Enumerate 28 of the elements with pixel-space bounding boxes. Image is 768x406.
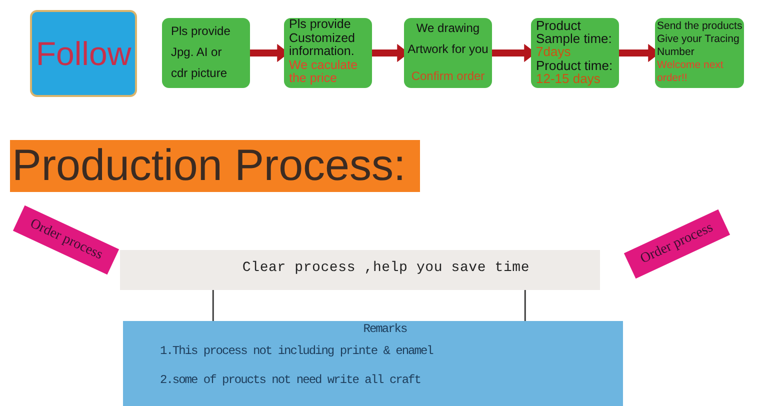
connector-line	[212, 290, 214, 321]
caption-text: Clear process ,help you save time	[241, 259, 531, 277]
step-text: We drawing Artwork for you	[406, 20, 490, 58]
step-note: Confirm order	[410, 68, 486, 85]
connector-line	[524, 290, 526, 321]
step-text: Send the products Give your Tracing Number	[657, 20, 743, 59]
step-note: Welcome next order!!	[657, 59, 724, 85]
step-box	[284, 18, 372, 88]
step-box	[162, 18, 250, 88]
heading-box	[30, 10, 137, 97]
banner-title: Production Process:	[12, 143, 407, 189]
tag-label: Order process	[26, 215, 106, 265]
step-note: 7days	[536, 45, 571, 59]
step-note: We caculate the price	[289, 58, 359, 86]
step-text: Product time:	[536, 58, 614, 72]
caption-bar	[120, 250, 600, 290]
step-box	[531, 18, 619, 88]
remarks-panel	[123, 321, 623, 406]
step-box	[655, 18, 744, 88]
remark-item: 1.This process not including printe & enamel	[160, 343, 434, 360]
step-text: Pls provide Jpg. AI or cdr picture	[171, 23, 232, 82]
remark-item: 2.some of proucts not need write all craft	[160, 372, 422, 389]
step-note: 12-15 days	[536, 72, 602, 86]
step-text: Product Sample time:	[536, 19, 613, 46]
remarks-heading: Remarks	[362, 321, 408, 337]
heading-text: Follow	[34, 36, 132, 70]
step-text: Pls provide Customized information.	[289, 18, 356, 59]
step-box	[404, 18, 492, 88]
